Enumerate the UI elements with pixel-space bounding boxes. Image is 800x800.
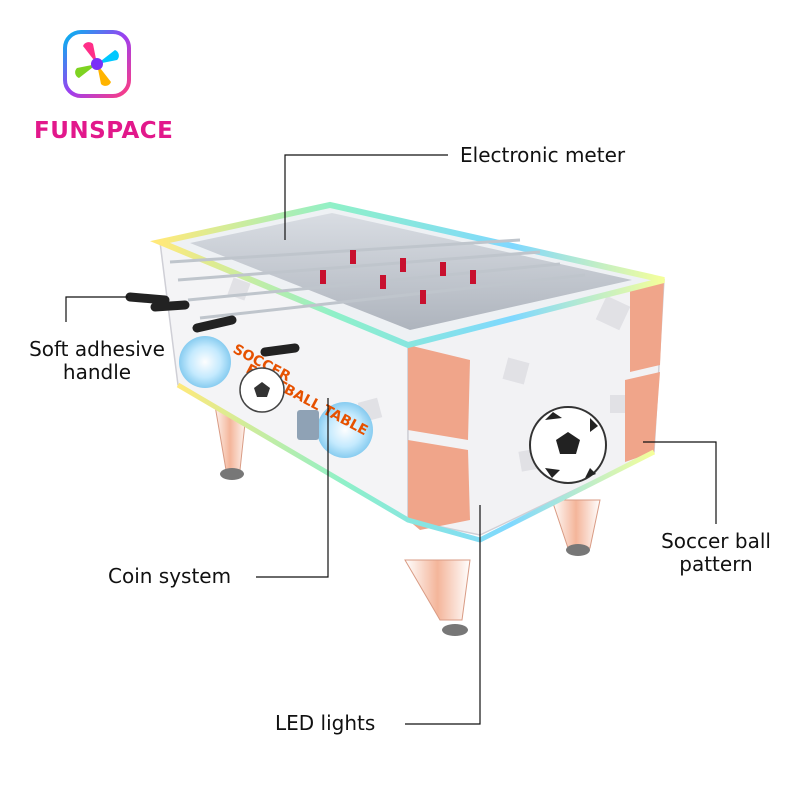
- callout-lines: [65, 154, 717, 725]
- soccer-ball-pattern-graphic: [529, 406, 607, 484]
- callout-handle-line1: Soft adhesive: [29, 337, 165, 361]
- callout-soft-adhesive-handle: Soft adhesive handle: [18, 338, 176, 384]
- playfield: [190, 213, 632, 330]
- callout-led-lights: LED lights: [275, 711, 376, 735]
- callout-ball-line2: pattern: [679, 552, 753, 576]
- callout-handle-line2: handle: [62, 360, 132, 384]
- led-strip: [176, 382, 656, 543]
- callout-electronic-meter: Electronic meter: [460, 143, 626, 167]
- player-figures: [320, 250, 476, 304]
- coin-system: [179, 336, 373, 458]
- callout-coin-system: Coin system: [108, 564, 232, 588]
- callout-ball-line1: Soccer ball: [661, 529, 771, 553]
- callout-soccer-ball-pattern: Soccer ball pattern: [650, 530, 782, 576]
- handles: [125, 292, 300, 357]
- funspace-logo: [63, 30, 131, 98]
- logo-mark-icon: [63, 30, 131, 98]
- player-rods: [169, 238, 586, 320]
- brand-name: FUNSPACE: [34, 118, 174, 144]
